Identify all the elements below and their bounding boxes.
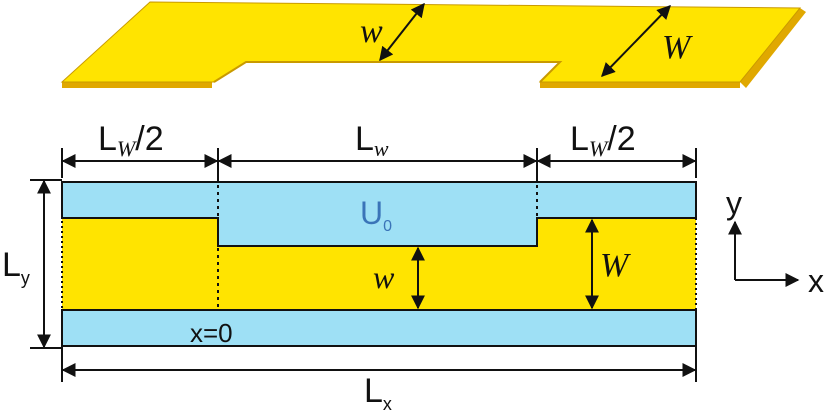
origin-label: x=0 xyxy=(190,318,233,348)
plan-wide-width-label: W xyxy=(600,247,631,284)
lower-gate xyxy=(61,309,697,347)
strip-front-edge xyxy=(62,82,212,88)
wide-width-arrow xyxy=(601,4,671,78)
x-axis-label: x xyxy=(808,263,824,299)
plan-outline xyxy=(61,181,697,347)
plan-view: U0 x=0 w W Ly Lx xyxy=(2,164,697,414)
perspective-wide-width-label: W xyxy=(662,29,693,66)
strip-side-edge xyxy=(740,8,806,88)
right-lead-length-label: LW/2 xyxy=(570,120,636,161)
perspective-strip: w W xyxy=(60,1,806,88)
length-label: Lx xyxy=(364,372,392,414)
top-dimensions: LW/2 Lw LW/2 xyxy=(61,120,697,178)
plan-narrow-width-label: w xyxy=(373,259,395,295)
middle-length-label: Lw xyxy=(355,120,389,161)
height-label: Ly xyxy=(2,246,30,288)
potential-label: U0 xyxy=(360,195,392,235)
strip-front-edge-right xyxy=(540,82,740,88)
y-axis-label: y xyxy=(726,185,742,221)
left-lead-length-label: LW/2 xyxy=(98,120,164,161)
narrow-width-arrow xyxy=(379,2,425,62)
perspective-narrow-width-label: w xyxy=(360,13,383,50)
coordinate-axes: y x xyxy=(726,185,824,299)
notch-rim xyxy=(213,61,563,83)
